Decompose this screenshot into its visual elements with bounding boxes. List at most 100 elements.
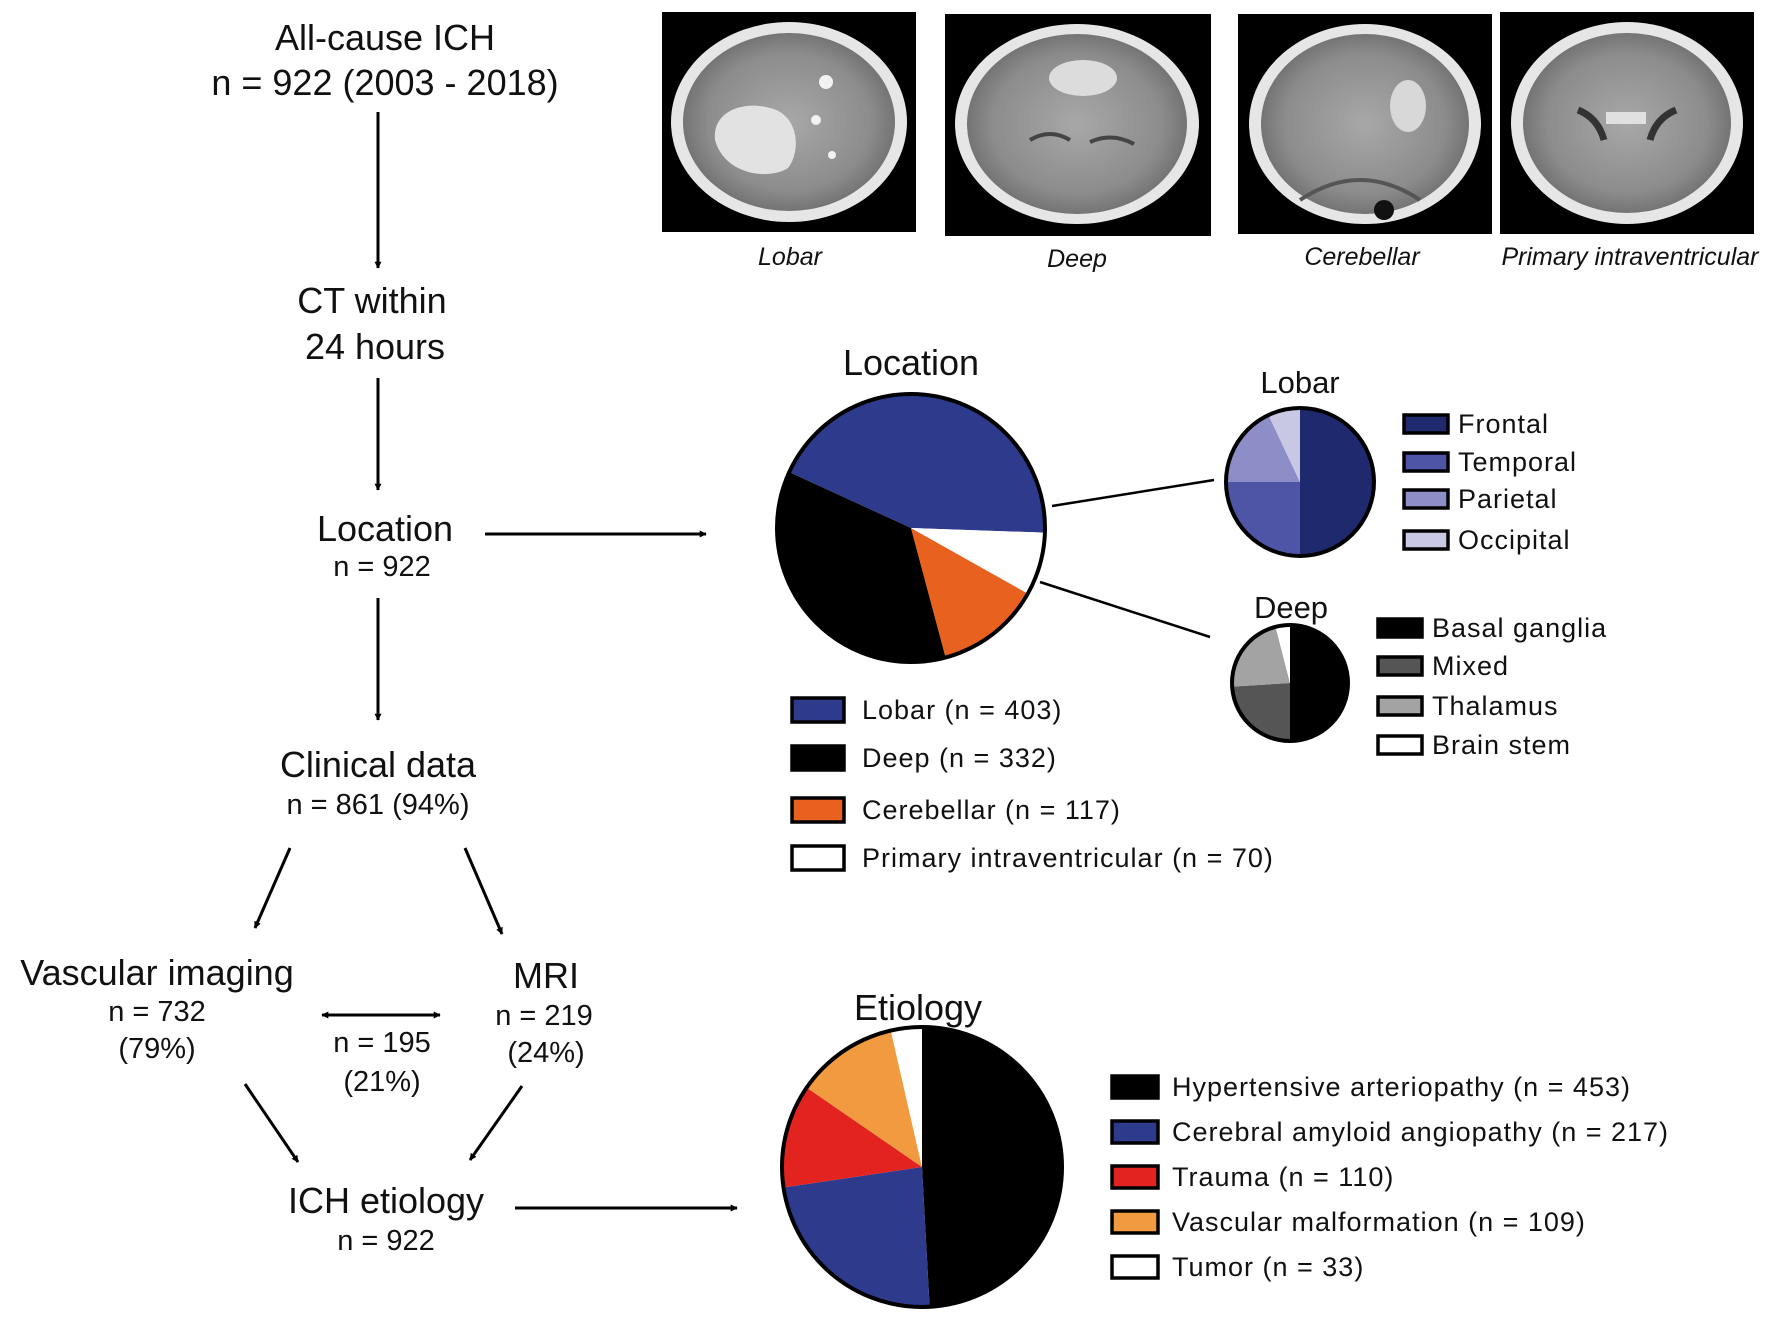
pie-slice-cerebral-amyloid-angiopathy <box>783 1167 930 1307</box>
connector-deep <box>1039 580 1211 639</box>
ct-label-line2: 24 hours <box>305 326 445 367</box>
pie-slice-temporal <box>1226 482 1300 556</box>
legend-swatch-cerebral-amyloid-angiopathy <box>1110 1119 1160 1145</box>
vascular-imaging-n: n = 732 <box>108 996 206 1028</box>
legend-label-cerebellar: Cerebellar (n = 117) <box>862 795 1121 825</box>
location-flow-title: Location <box>317 508 453 549</box>
legend-swatch-thalamus <box>1376 695 1424 717</box>
pie-outline <box>775 392 1047 664</box>
lobar-chart-title: Lobar <box>1260 365 1339 400</box>
legend-swatch-brain-stem <box>1376 734 1424 756</box>
legend-label-thalamus: Thalamus <box>1432 691 1559 721</box>
legend-swatch-vascular-malformation <box>1110 1209 1160 1235</box>
legend-label-deep: Deep (n = 332) <box>862 743 1057 773</box>
pie-slice-thalamus <box>1231 626 1290 687</box>
pie-slice-tumor <box>890 1027 922 1167</box>
pie-outline <box>1224 406 1376 558</box>
overlap-pct: (21%) <box>343 1066 420 1098</box>
legend-swatch-lobar <box>790 696 846 724</box>
pie-slice-frontal <box>1300 408 1374 556</box>
clinical-data-title: Clinical data <box>280 744 477 785</box>
legend-label-brain-stem: Brain stem <box>1432 730 1571 760</box>
pie-slice-mixed <box>1232 683 1290 741</box>
arrow-clinical-to-mri <box>463 847 504 935</box>
vascular-imaging-title: Vascular imaging <box>20 952 293 993</box>
legend-label-trauma: Trauma (n = 110) <box>1172 1162 1394 1192</box>
ct-scan-lobar <box>662 12 916 232</box>
scan-caption-deep: Deep <box>1047 245 1107 273</box>
legend-label-lobar: Lobar (n = 403) <box>862 695 1062 725</box>
pie-slice-deep <box>777 472 946 662</box>
ct-scan-cerebellar <box>1238 14 1492 234</box>
legend-swatch-trauma <box>1110 1164 1160 1190</box>
mri-pct: (24%) <box>507 1037 584 1069</box>
pie-slice-hypertensive-arteriopathy <box>922 1027 1062 1307</box>
ich-etiology-n: n = 922 <box>337 1225 435 1257</box>
legend-swatch-basal-ganglia <box>1376 617 1424 639</box>
pie-slice-primary-intraventricular <box>911 528 1045 594</box>
pie-slice-lobar <box>789 394 1046 533</box>
legend-label-occipital: Occipital <box>1458 525 1571 555</box>
legend-swatch-primary-intraventricular <box>790 844 846 872</box>
ich-etiology-title: ICH etiology <box>288 1180 484 1221</box>
pie-slice-parietal <box>1226 415 1300 482</box>
legend-label-basal-ganglia: Basal ganglia <box>1432 613 1607 643</box>
clinical-data-n: n = 861 (94%) <box>287 789 470 821</box>
pie-slice-cerebellar <box>911 528 1028 658</box>
mri-title: MRI <box>513 955 579 996</box>
arrow-mri-to-etiology <box>468 1085 524 1161</box>
legend-label-cerebral-amyloid-angiopathy: Cerebral amyloid angiopathy (n = 217) <box>1172 1117 1669 1147</box>
scan-caption-lobar: Lobar <box>758 243 824 271</box>
ct-scan-deep <box>945 14 1211 236</box>
location-legend: Lobar (n = 403) Deep (n = 332) Cerebellar … <box>790 695 1274 873</box>
mri-n: n = 219 <box>495 1000 593 1032</box>
vascular-imaging-pct: (79%) <box>118 1033 195 1065</box>
overlap-n: n = 195 <box>333 1027 431 1059</box>
arrow-clinical-to-vascular <box>253 847 292 929</box>
legend-swatch-tumor <box>1110 1254 1160 1280</box>
legend-label-frontal: Frontal <box>1458 409 1549 439</box>
legend-label-vascular-malformation: Vascular malformation (n = 109) <box>1172 1207 1586 1237</box>
pie-outline <box>1230 623 1350 743</box>
etiology-chart-title: Etiology <box>854 987 982 1028</box>
legend-swatch-mixed <box>1376 655 1424 677</box>
legend-label-parietal: Parietal <box>1458 484 1558 514</box>
pie-slice-occipital <box>1268 408 1300 482</box>
ct-label-line1: CT within <box>297 280 446 321</box>
lobar-pie <box>1224 406 1376 558</box>
scan-caption-primary-intraventricular: Primary intraventricular <box>1501 243 1760 271</box>
location-pie <box>775 392 1047 664</box>
pie-outline <box>780 1025 1064 1309</box>
legend-swatch-occipital <box>1402 529 1450 551</box>
etiology-legend: Hypertensive arteriopathy (n = 453) Cereb… <box>1110 1072 1669 1282</box>
legend-label-primary-intraventricular: Primary intraventricular (n = 70) <box>862 843 1274 873</box>
legend-label-hypertensive-arteriopathy: Hypertensive arteriopathy (n = 453) <box>1172 1072 1631 1102</box>
legend-swatch-deep <box>790 744 846 772</box>
legend-label-tumor: Tumor (n = 33) <box>1172 1252 1364 1282</box>
pie-slice-basal-ganglia <box>1290 625 1348 741</box>
ct-scan-primary-intraventricular <box>1500 12 1754 234</box>
legend-swatch-cerebellar <box>790 796 846 824</box>
arrow-vascular-to-etiology <box>243 1083 300 1163</box>
pie-slice-vascular-malformation <box>806 1030 922 1167</box>
legend-swatch-parietal <box>1402 488 1450 510</box>
legend-swatch-temporal <box>1402 451 1450 473</box>
connector-lobar <box>1051 478 1215 508</box>
scan-caption-cerebellar: Cerebellar <box>1304 243 1421 271</box>
legend-swatch-frontal <box>1402 413 1450 435</box>
location-flow-n: n = 922 <box>333 551 431 583</box>
legend-label-temporal: Temporal <box>1458 447 1577 477</box>
pie-slice-trauma <box>781 1087 922 1188</box>
pie-slice-brain-stem <box>1275 625 1290 683</box>
all-cause-n: n = 922 (2003 - 2018) <box>211 62 558 103</box>
location-chart-title: Location <box>843 342 979 383</box>
legend-label-mixed: Mixed <box>1432 651 1509 681</box>
deep-pie <box>1230 623 1350 743</box>
legend-swatch-hypertensive-arteriopathy <box>1110 1074 1160 1100</box>
etiology-pie <box>780 1025 1064 1309</box>
all-cause-title: All-cause ICH <box>275 17 495 58</box>
deep-chart-title: Deep <box>1254 590 1328 625</box>
